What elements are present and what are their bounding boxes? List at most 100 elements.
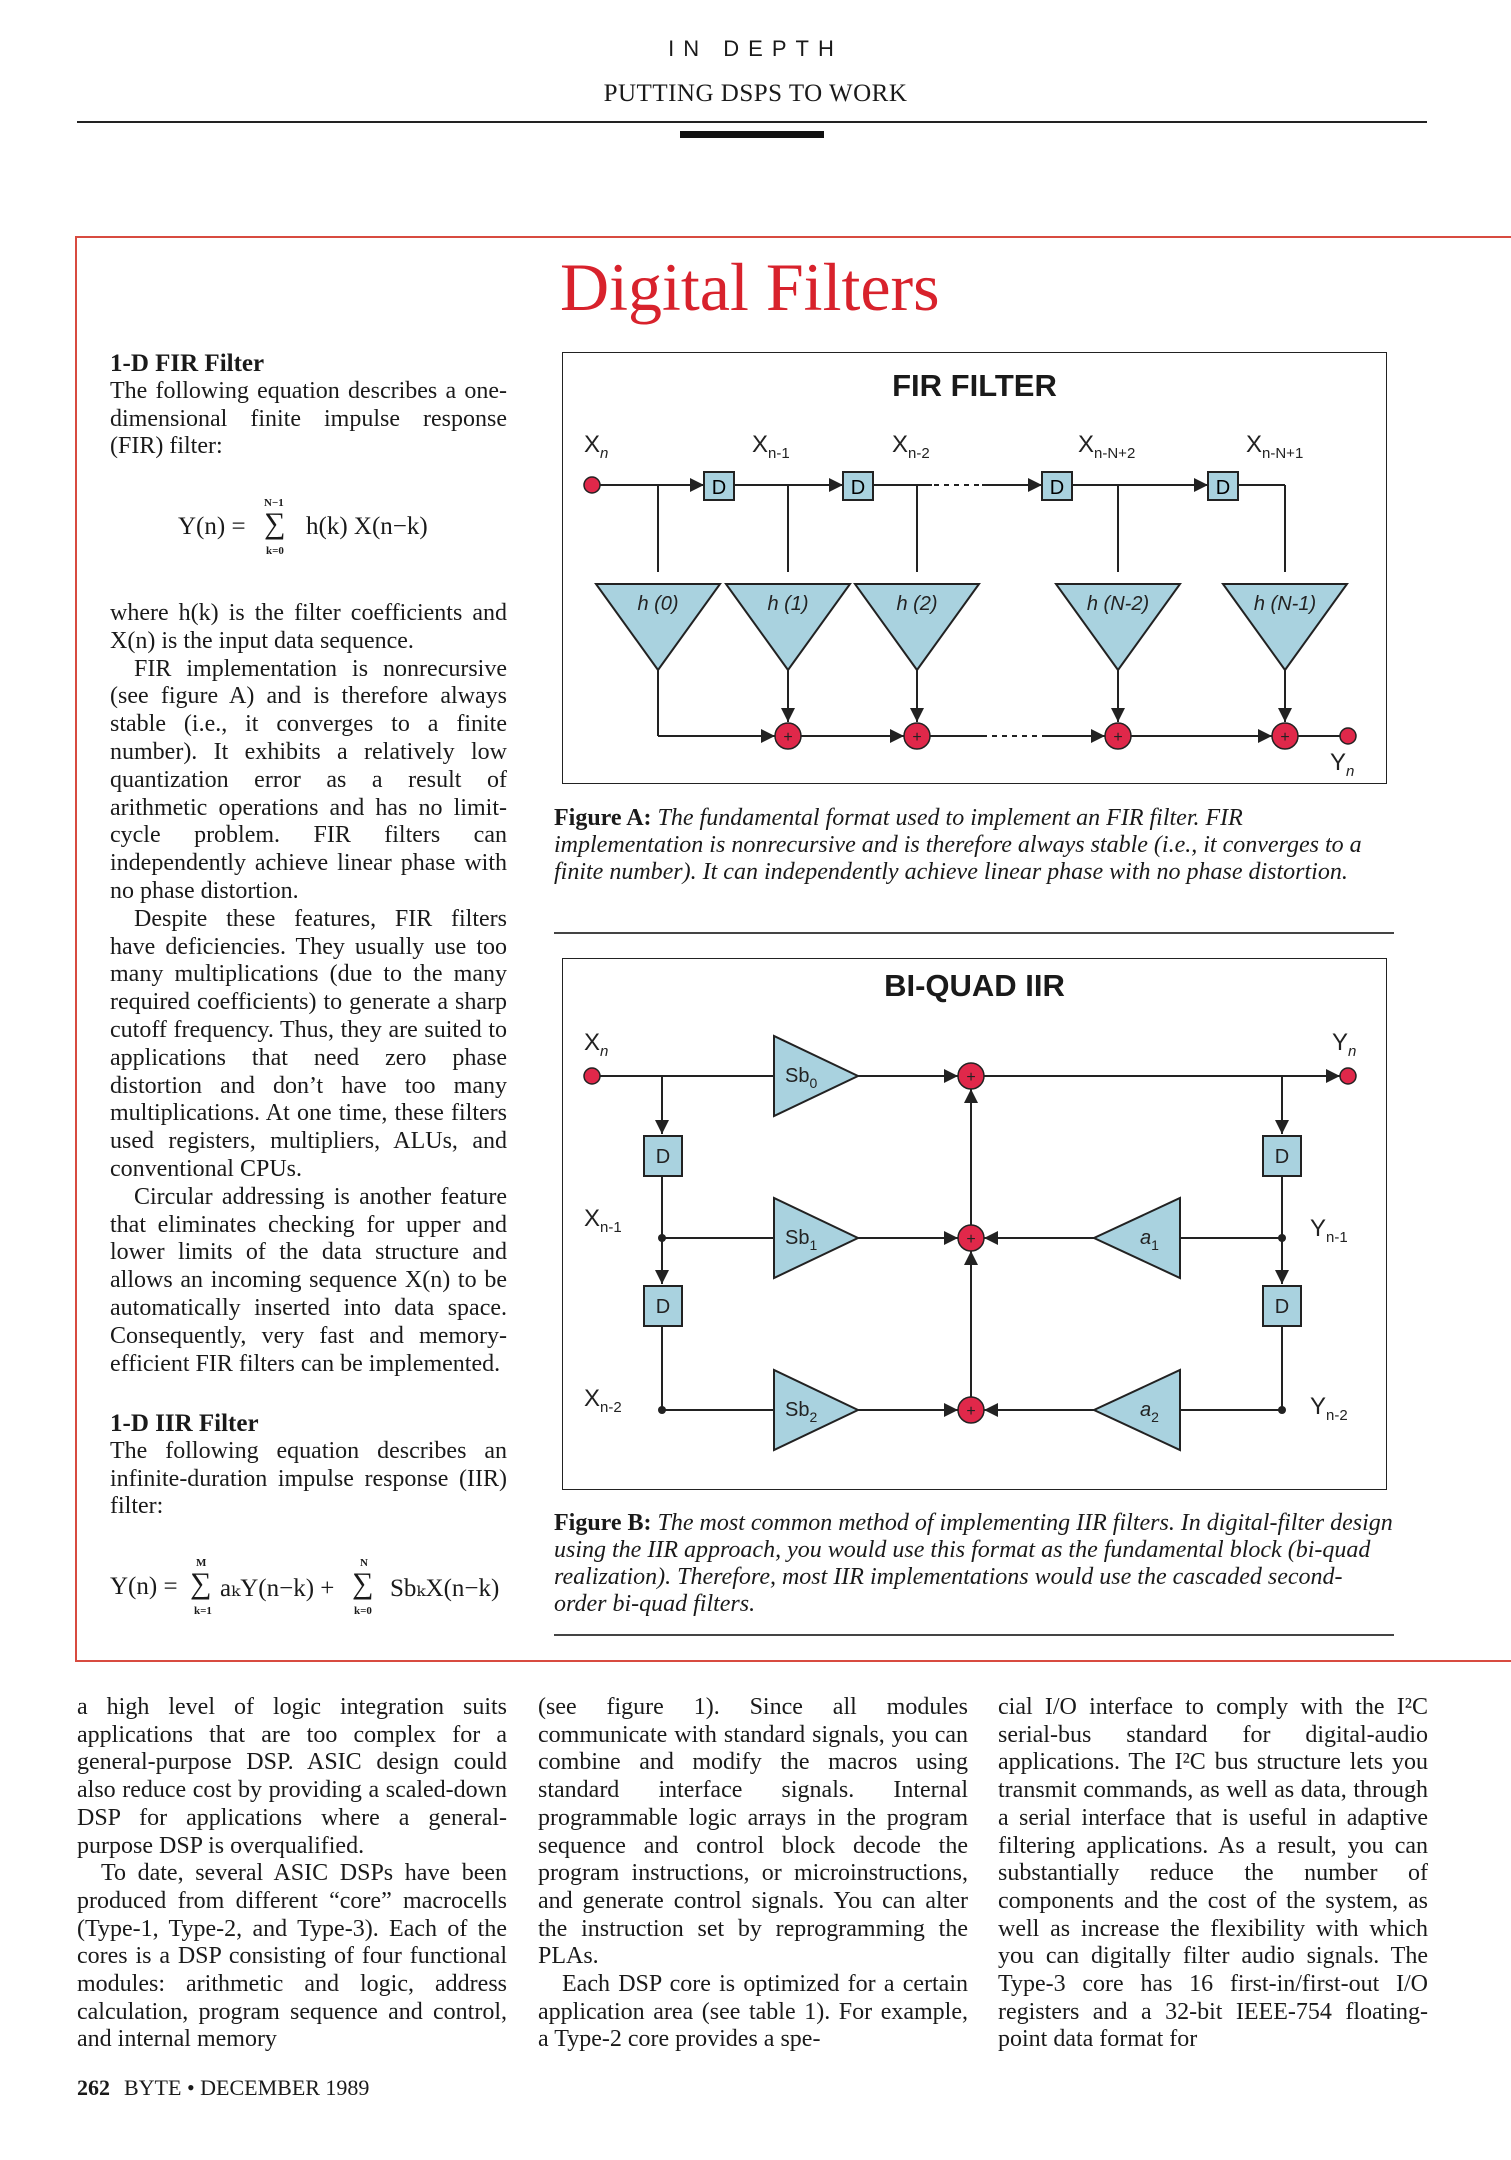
x-label: X: [584, 1385, 600, 1412]
sb-label: Sb: [785, 1065, 809, 1087]
tap-label: X: [1078, 431, 1094, 458]
coef-label: h (N-2): [1087, 593, 1149, 615]
figure-a-caption-text: The fundamental format used to implement…: [554, 805, 1362, 885]
x-label: X: [584, 1205, 600, 1232]
sum-symbol: ∑: [190, 1567, 212, 1600]
input-node: [583, 476, 601, 494]
fir-top-bus: [594, 478, 1286, 572]
output-node: [1339, 727, 1357, 745]
a-sub: 2: [1151, 1409, 1159, 1425]
y-label: Y: [1310, 1215, 1326, 1242]
input-node: [583, 1067, 601, 1085]
adder-node: [774, 722, 802, 750]
body-paragraph: Each DSP core is optimized for a certain…: [538, 1971, 968, 2053]
delay-block: [1262, 1135, 1302, 1177]
svg-text:Xn-N+2: Xn-N+2: [1078, 431, 1135, 462]
biquad-lines: [598, 1069, 1340, 1417]
iir-eq-term1: aₖY(n−k) +: [220, 1575, 335, 1602]
delay-block: [703, 471, 735, 501]
biquad-iir-diagram: D D D D Sb0 Sb1 Sb2 a1 a2 + + + Xn Xn-1 …: [583, 1029, 1357, 1452]
fir-equation: Y(n) = N−1 ∑ k=0 h(k) X(n−k): [178, 495, 508, 565]
coefficient-h2: [853, 583, 981, 672]
tap-label: X: [752, 431, 768, 458]
adder-node: [957, 1062, 985, 1090]
delay-boxes: D D D D: [703, 471, 1239, 501]
svg-text:Xn-N+1: Xn-N+1: [1246, 431, 1303, 462]
body-paragraph: cial I/O interface to comply with the I²…: [998, 1694, 1428, 2053]
multiplier-sb1: [773, 1196, 861, 1280]
iir-equation: Y(n) = M ∑ k=1 aₖY(n−k) + N ∑ k=0 SbₖX(n…: [110, 1555, 510, 1625]
tap-sub: n-2: [908, 445, 930, 462]
svg-text:Xn-1: Xn-1: [584, 1205, 622, 1236]
adder-label: +: [966, 1403, 975, 1420]
header-rule: [77, 121, 1427, 123]
body-paragraph: (see figure 1). Since all modules commun…: [538, 1694, 968, 1970]
iir-eq-lower2: k=0: [354, 1605, 372, 1617]
sum-symbol: ∑: [352, 1567, 374, 1600]
adder-label: +: [966, 1231, 975, 1248]
adder-node: [957, 1396, 985, 1424]
adder-label: +: [1280, 729, 1289, 746]
junction-dots: [658, 1234, 1286, 1414]
fir-heading: 1-D FIR Filter: [110, 350, 265, 377]
coef-label: h (N-1): [1254, 593, 1316, 615]
body-column-1: a high level of logic integration suits …: [77, 1694, 507, 2054]
sb-label: Sb: [785, 1399, 809, 1421]
sidebar-title: Digital Filters: [560, 249, 940, 325]
adder-node: [1104, 722, 1132, 750]
svg-text:Yn: Yn: [1330, 749, 1354, 780]
a-multipliers: [1091, 1196, 1181, 1452]
fir-p4: Circular addressing is another feature t…: [110, 1183, 507, 1377]
svg-text:Xn-1: Xn-1: [752, 431, 790, 462]
sb-sub: 0: [809, 1075, 817, 1091]
coefficient-multipliers: [594, 583, 1349, 672]
svg-text:Sb1: Sb1: [785, 1227, 817, 1253]
x-sub: n-2: [600, 1399, 622, 1416]
coefficient-h0: [594, 583, 722, 672]
sb-label: Sb: [785, 1227, 809, 1249]
body-paragraph: To date, several ASIC DSPs have been pro…: [77, 1860, 507, 2053]
delay-block: [842, 471, 874, 501]
sidebar-iir-text: 1-D IIR Filter The following equation de…: [110, 1410, 507, 1521]
output-label: Y: [1330, 749, 1346, 776]
fir-p3: Despite these features, FIR filters have…: [110, 905, 507, 1182]
adder-node: [903, 722, 931, 750]
sb-sub: 1: [809, 1237, 817, 1253]
svg-text:Xn-2: Xn-2: [892, 431, 930, 462]
coefficient-hn2: [1054, 583, 1182, 672]
sb-multipliers: [773, 1034, 861, 1452]
caption-rule: [554, 1634, 1394, 1636]
x-sub: n-1: [600, 1219, 622, 1236]
delay-label: D: [1216, 477, 1230, 499]
fir-eq-lhs: Y(n) =: [178, 513, 246, 540]
multiplier-sb0: [773, 1034, 861, 1118]
adder-label: +: [1113, 729, 1122, 746]
delay-block: [643, 1285, 683, 1327]
adder-label: +: [912, 729, 921, 746]
delay-label: D: [656, 1296, 670, 1318]
delay-label: D: [1050, 477, 1064, 499]
biquad-adders: + + +: [957, 1062, 985, 1424]
svg-text:Sb0: Sb0: [785, 1065, 817, 1091]
coef-label: h (0): [637, 593, 678, 615]
x-sub: n: [600, 1043, 608, 1060]
svg-text:Yn: Yn: [1332, 1029, 1356, 1060]
figure-a-frame: [562, 352, 1387, 784]
iir-eq-upper2: N: [360, 1557, 368, 1569]
fir-intro: The following equation describes a one-d…: [110, 377, 507, 460]
iir-eq-upper1: M: [196, 1557, 207, 1569]
y-label: Y: [1332, 1029, 1348, 1056]
biquad-signal-labels: Xn Xn-1 Xn-2 Yn Yn-1 Yn-2: [584, 1029, 1356, 1424]
body-paragraph: a high level of logic integration suits …: [77, 1694, 507, 1859]
y-sub: n: [1348, 1043, 1356, 1060]
y-label: Y: [1310, 1393, 1326, 1420]
adder-label: +: [783, 729, 792, 746]
fir-eq-lower: k=0: [266, 545, 284, 557]
fir-sum-lines: [657, 670, 1342, 743]
input-label: X: [584, 431, 600, 458]
delay-label: D: [712, 477, 726, 499]
delay-label: D: [656, 1146, 670, 1168]
svg-text:Xn: Xn: [584, 1029, 608, 1060]
body-column-3: cial I/O interface to comply with the I²…: [998, 1694, 1428, 2054]
